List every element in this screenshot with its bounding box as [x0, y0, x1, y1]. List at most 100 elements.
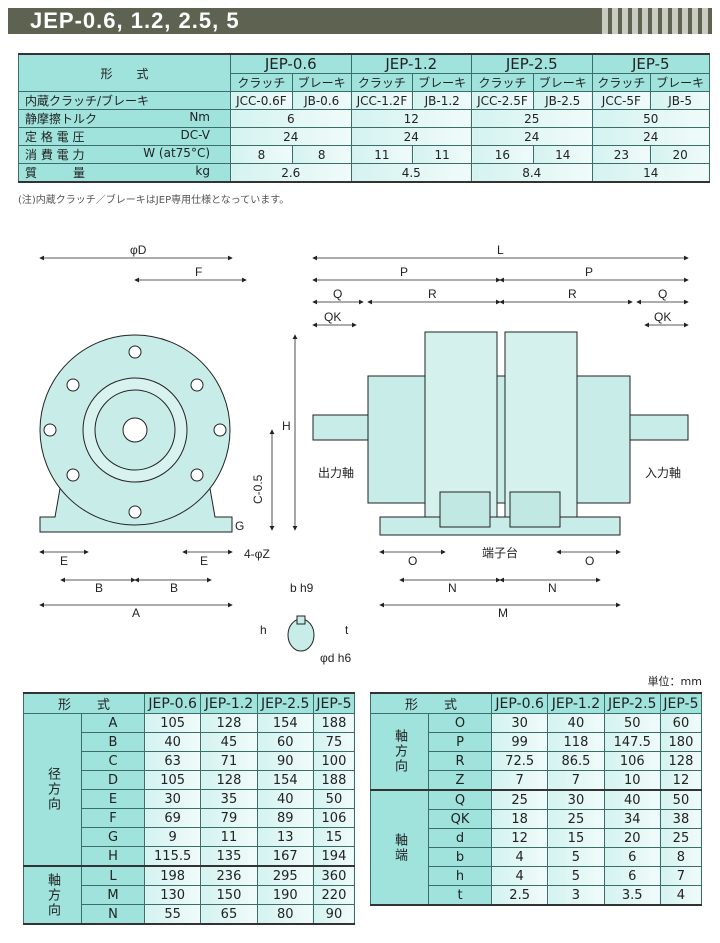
row-label-text: 消 費 電 力: [25, 148, 85, 162]
value-cell: 180: [659, 732, 703, 752]
dimension-symbol: b: [428, 847, 492, 867]
dimension-symbol: A: [81, 713, 145, 733]
dimension-symbol: B: [81, 732, 145, 752]
column-header: JEP-1.2: [547, 692, 605, 714]
label-QK-right: QK: [654, 310, 671, 324]
dimension-symbol: C: [81, 751, 145, 771]
value-cell: 154: [256, 713, 314, 733]
group-label: 径方向: [23, 713, 82, 867]
row-unit: W (at75°C): [143, 146, 210, 160]
value-cell: 24: [471, 127, 593, 146]
row-label: 内蔵クラッチ/ブレーキ: [18, 91, 231, 110]
key-detail: [287, 615, 315, 652]
value-cell: 118: [547, 732, 605, 752]
value-cell: 11: [200, 827, 258, 847]
value-cell: 13: [256, 827, 314, 847]
value-cell: 194: [312, 846, 356, 867]
value-cell: 105: [143, 770, 202, 790]
label-t: t: [345, 623, 349, 637]
value-cell: 72.5: [490, 751, 549, 771]
value-cell: 2.6: [230, 163, 352, 183]
value-cell: 50: [312, 789, 356, 809]
label-output-shaft: 出力軸: [318, 466, 354, 480]
row-label: 消 費 電 力 W (at75°C): [18, 145, 231, 164]
sub-header: ブレーキ: [650, 73, 710, 92]
row-label-text: 内蔵クラッチ/ブレーキ: [25, 94, 150, 108]
front-view: [39, 334, 233, 533]
label-C: C-0.5: [251, 474, 265, 504]
group-label: 軸方向: [23, 865, 82, 925]
value-cell: 60: [659, 713, 703, 733]
sub-header: クラッチ: [471, 73, 534, 92]
value-cell: 30: [143, 789, 202, 809]
value-cell: JB-5: [650, 91, 710, 110]
value-cell: 6: [603, 866, 661, 886]
row-unit: kg: [195, 164, 210, 178]
value-cell: 60: [256, 732, 314, 752]
dimension-symbol: H: [81, 846, 145, 867]
value-cell: 24: [230, 127, 352, 146]
value-cell: 71: [200, 751, 258, 771]
column-header: JEP-1.2: [200, 692, 258, 714]
group-label: 軸方向: [370, 713, 429, 791]
value-cell: 90: [256, 751, 314, 771]
value-cell: JB-2.5: [532, 91, 593, 110]
value-cell: 40: [547, 713, 605, 733]
model-header: 形 式: [18, 53, 231, 92]
dimension-symbol: L: [81, 865, 145, 886]
label-Q-left: Q: [333, 287, 342, 301]
label-O-left: O: [408, 554, 417, 568]
value-cell: 4: [659, 885, 703, 906]
label-R-right: R: [568, 287, 577, 301]
value-cell: 40: [256, 789, 314, 809]
title-bar: JEP-0.6, 1.2, 2.5, 5: [8, 8, 712, 34]
label-L: L: [497, 243, 504, 257]
value-cell: 190: [256, 885, 314, 905]
page-title: JEP-0.6, 1.2, 2.5, 5: [30, 8, 240, 33]
value-cell: 40: [603, 789, 661, 810]
label-QK-left: QK: [324, 310, 341, 324]
dimension-drawing: φD F H C-0.5 G E E B B A 4-φZ L P P Q R …: [39, 243, 689, 665]
value-cell: 5: [547, 847, 605, 867]
row-label-text: 静摩擦トルク: [25, 112, 98, 126]
value-cell: 5: [547, 866, 605, 886]
column-header: JEP-5: [312, 692, 356, 714]
column-header: JEP-0.6: [143, 692, 202, 714]
value-cell: 30: [490, 713, 549, 733]
label-Z: 4-φZ: [244, 547, 270, 561]
value-cell: 3: [547, 885, 605, 906]
value-cell: 69: [143, 808, 202, 828]
value-cell: 8: [291, 145, 352, 164]
label-N-left: N: [448, 581, 457, 595]
dimension-symbol: Q: [428, 789, 492, 810]
row-unit: DC-V: [180, 128, 210, 142]
label-h: h: [260, 623, 267, 637]
label-P-left: P: [400, 265, 408, 279]
value-cell: JB-1.2: [412, 91, 473, 110]
value-cell: 6: [603, 847, 661, 867]
value-cell: 128: [200, 770, 258, 790]
value-cell: 150: [200, 885, 258, 905]
value-cell: 167: [256, 846, 314, 867]
value-cell: JCC-1.2F: [350, 91, 414, 110]
label-phiD: φD: [130, 243, 147, 257]
value-cell: 8.4: [471, 163, 593, 183]
value-cell: 63: [143, 751, 202, 771]
side-view: [312, 331, 689, 536]
value-cell: 40: [143, 732, 202, 752]
value-cell: 18: [490, 809, 549, 829]
label-Q-right: Q: [658, 287, 667, 301]
dimension-symbol: QK: [428, 809, 492, 829]
value-cell: 3.5: [603, 885, 661, 906]
